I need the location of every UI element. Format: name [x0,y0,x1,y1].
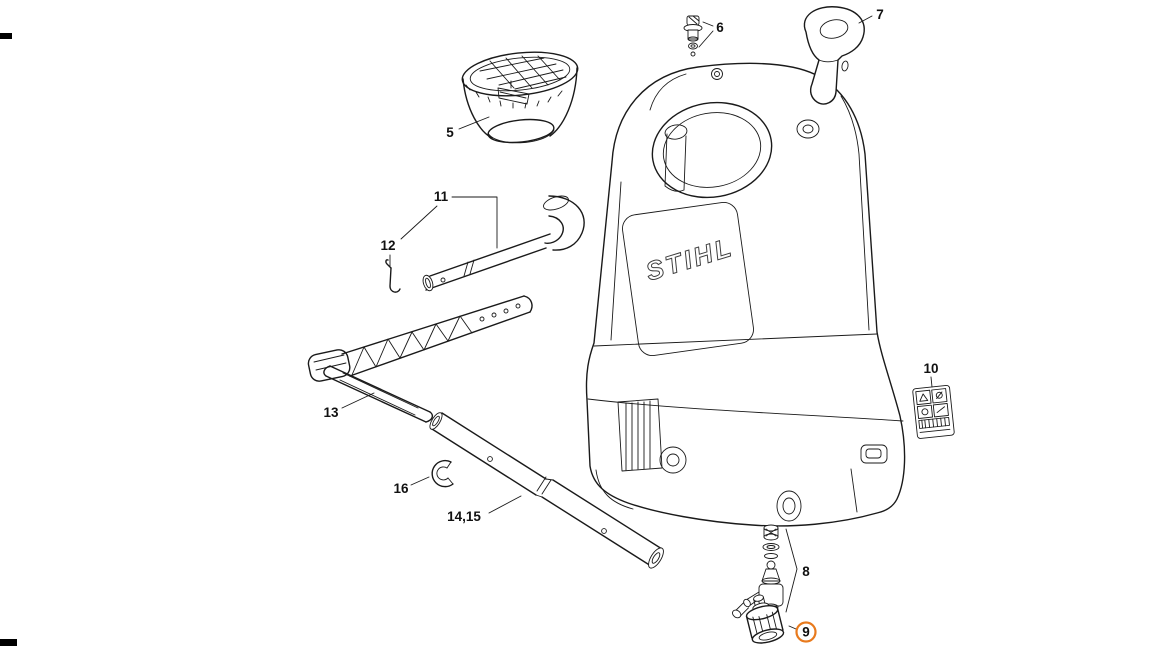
callout-13[interactable]: 13 [323,405,339,420]
part-5-filter-basket [461,51,579,144]
callout-16[interactable]: 16 [393,481,409,496]
callout-5[interactable]: 5 [446,125,454,140]
callout-label[interactable]: 9 [802,625,810,640]
part-9-union-nut [732,594,785,644]
page-edge-mark [0,639,17,646]
part-13-pump-lever [307,295,533,423]
part-14-15-spray-wand [429,412,664,569]
part-11-handle-tube [422,195,585,292]
page-edge-mark [0,33,12,39]
callout-12[interactable]: 12 [380,238,395,253]
callout-10[interactable]: 10 [923,361,938,376]
part-7-wand-holder [803,6,865,105]
callout-14-15[interactable]: 14,15 [447,509,481,524]
part-8-valve-stack [743,524,784,611]
callout-6[interactable]: 6 [716,20,724,35]
part-6-nozzle-cap [683,15,703,57]
callout-label[interactable]: 11 [434,189,449,204]
callout-label[interactable]: 16 [393,481,409,496]
part-16-retaining-clip [431,459,454,488]
callout-label[interactable]: 6 [716,20,724,35]
callout-11[interactable]: 11 [434,189,449,204]
callout-label[interactable]: 8 [802,564,810,579]
callout-label[interactable]: 7 [876,7,884,22]
callout-9-selected[interactable]: 9 [795,621,817,643]
callout-label[interactable]: 12 [380,238,395,253]
selection-circle[interactable] [795,621,817,643]
leader-lines [341,15,933,630]
callout-7[interactable]: 7 [876,7,884,22]
callout-label[interactable]: 10 [923,361,938,376]
callout-8[interactable]: 8 [802,564,810,579]
callout-label[interactable]: 13 [323,405,339,420]
part-12-clip-pin [385,259,401,293]
tank-body: STIHL [585,62,906,527]
part-10-info-sticker [912,384,955,439]
callout-label[interactable]: 5 [446,125,454,140]
callout-label[interactable]: 14,15 [447,509,481,524]
